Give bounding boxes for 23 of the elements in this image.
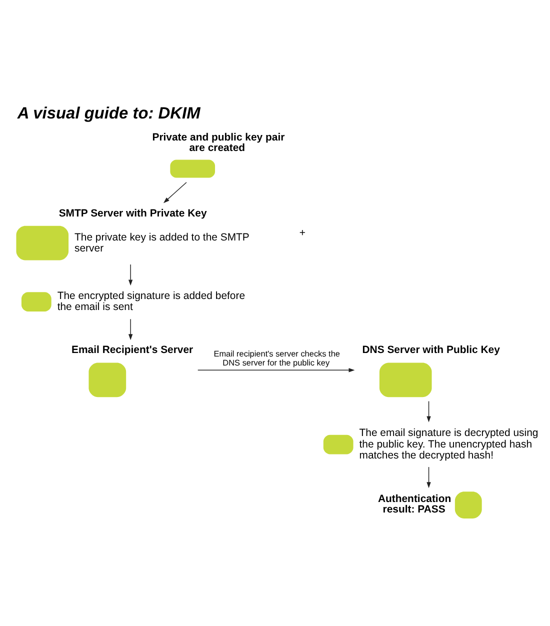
arrow [426, 466, 431, 488]
node-label: Authentication result: PASS [378, 494, 452, 516]
node-box [88, 362, 126, 398]
node-envelope [21, 292, 52, 312]
node-label: The email signature is decrypted using the public key. The unencrypted hash matches the decrypted hash! [359, 428, 538, 462]
label: + [299, 228, 306, 240]
arrow [128, 264, 133, 286]
node-label: Private and public key pair are created [152, 132, 285, 154]
diagram-title: A visual guide to: DKIM [17, 104, 200, 122]
node-label: The encrypted signature is added before the email is sent [57, 290, 246, 314]
node-label: The private key is added to the SMTP server [74, 232, 250, 254]
node-label: SMTP Server with Private Key [58, 208, 207, 220]
arrow [426, 400, 431, 422]
node-envelope [323, 434, 354, 454]
node-box [170, 160, 216, 178]
node-box [379, 362, 432, 398]
arrow [128, 318, 133, 340]
arrow [163, 182, 187, 204]
node-box [16, 226, 69, 260]
edge-label: Email recipient's server checks the DNS server for the public key [214, 350, 340, 368]
arrow [198, 368, 355, 372]
node-label: Email Recipient's Server [72, 345, 194, 356]
node-label: DNS Server with Public Key [362, 345, 500, 356]
